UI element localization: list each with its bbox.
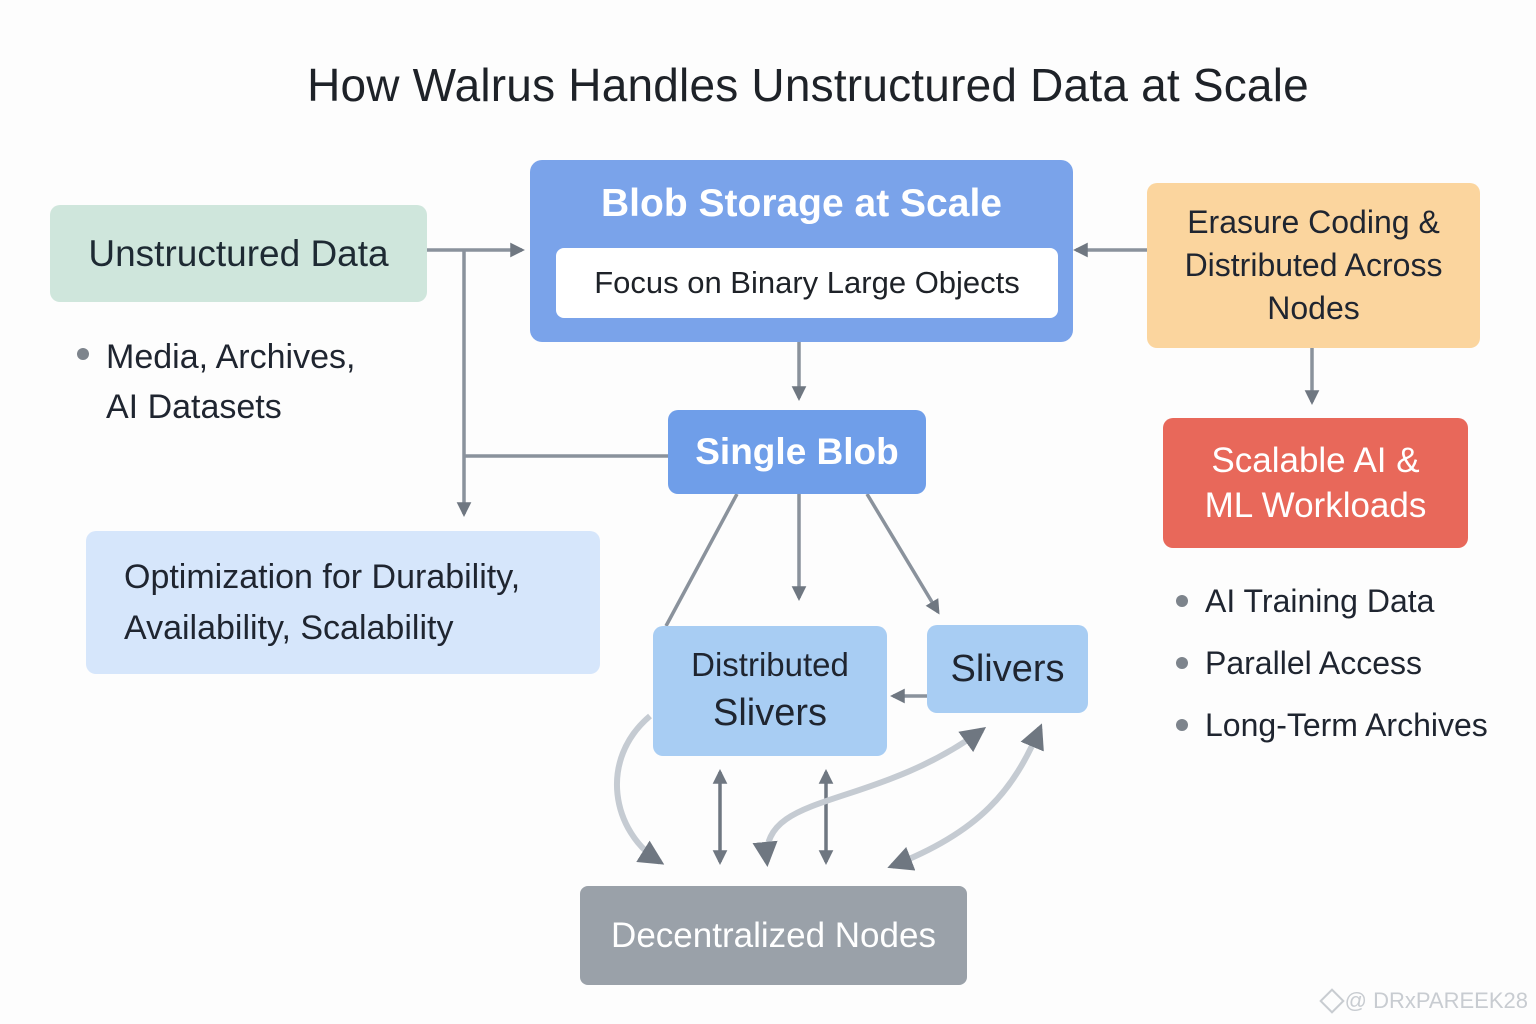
list-item: AI Training Data	[1175, 578, 1535, 640]
bullet-line-1: Media, Archives,	[106, 338, 356, 376]
list-item: Parallel Access	[1175, 640, 1535, 702]
workload-bullet-text: Parallel Access	[1205, 645, 1422, 681]
unstructured-data-label: Unstructured Data	[88, 232, 389, 274]
blob-storage-box: Blob Storage at Scale Focus on Binary La…	[530, 160, 1073, 342]
blob-storage-title: Blob Storage at Scale	[601, 182, 1002, 225]
bullet-dot	[1176, 657, 1188, 669]
erasure-line-2: Distributed Across	[1184, 246, 1443, 283]
erasure-line-1: Erasure Coding &	[1187, 203, 1440, 240]
arrow-single-blob-to-slivers	[865, 493, 940, 615]
scalable-line-2: ML Workloads	[1204, 486, 1427, 525]
blob-storage-subtitle-box: Focus on Binary Large Objects	[556, 248, 1058, 318]
optimization-line-1: Optimization for Durability,	[124, 557, 521, 596]
unstructured-data-box: Unstructured Data	[50, 205, 427, 302]
bullet-dot	[1176, 595, 1188, 607]
list-item: Media, Archives, AI Datasets	[75, 332, 435, 432]
workload-bullet-text: Long-Term Archives	[1205, 707, 1488, 743]
optimization-box: Optimization for Durability, Availabilit…	[86, 531, 600, 674]
single-blob-box: Single Blob	[668, 410, 926, 494]
bullet-dot	[1176, 719, 1188, 731]
slivers-label: Slivers	[950, 647, 1065, 690]
workload-bullet-text: AI Training Data	[1205, 583, 1435, 619]
scalable-workloads-box: Scalable AI & ML Workloads	[1163, 418, 1468, 548]
optimization-line-2: Availability, Scalability	[124, 608, 454, 647]
scalable-line-1: Scalable AI &	[1211, 440, 1420, 480]
line-single-blob-to-distributed	[664, 493, 739, 627]
slivers-box: Slivers	[927, 625, 1088, 713]
watermark: @ DRxPAREEK28	[1318, 988, 1528, 1014]
erasure-coding-box: Erasure Coding & Distributed Across Node…	[1147, 183, 1480, 348]
bullet-line-2: AI Datasets	[106, 388, 282, 426]
decentralized-nodes-box: Decentralized Nodes	[580, 886, 967, 985]
decentralized-nodes-label: Decentralized Nodes	[611, 915, 936, 955]
distributed-slivers-line-1: Distributed	[691, 646, 849, 684]
bullet-dot	[77, 348, 89, 360]
single-blob-label: Single Blob	[695, 431, 899, 472]
erasure-line-3: Nodes	[1267, 290, 1360, 327]
diagram-title: How Walrus Handles Unstructured Data at …	[307, 59, 1309, 111]
watermark-text: @ DRxPAREEK28	[1344, 988, 1528, 1013]
blob-storage-subtitle: Focus on Binary Large Objects	[594, 265, 1020, 300]
workload-bullets: AI Training Data Parallel Access Long-Te…	[1175, 578, 1535, 764]
curve-distributed-to-nodes	[614, 713, 665, 865]
unstructured-examples: Media, Archives, AI Datasets	[75, 332, 435, 432]
distributed-slivers-box: Distributed Slivers	[653, 626, 887, 756]
diamond-logo-icon	[1318, 988, 1345, 1014]
distributed-slivers-line-2: Slivers	[712, 691, 828, 734]
list-item: Long-Term Archives	[1175, 702, 1535, 764]
curve-nodes-to-slivers-2	[887, 723, 1044, 871]
